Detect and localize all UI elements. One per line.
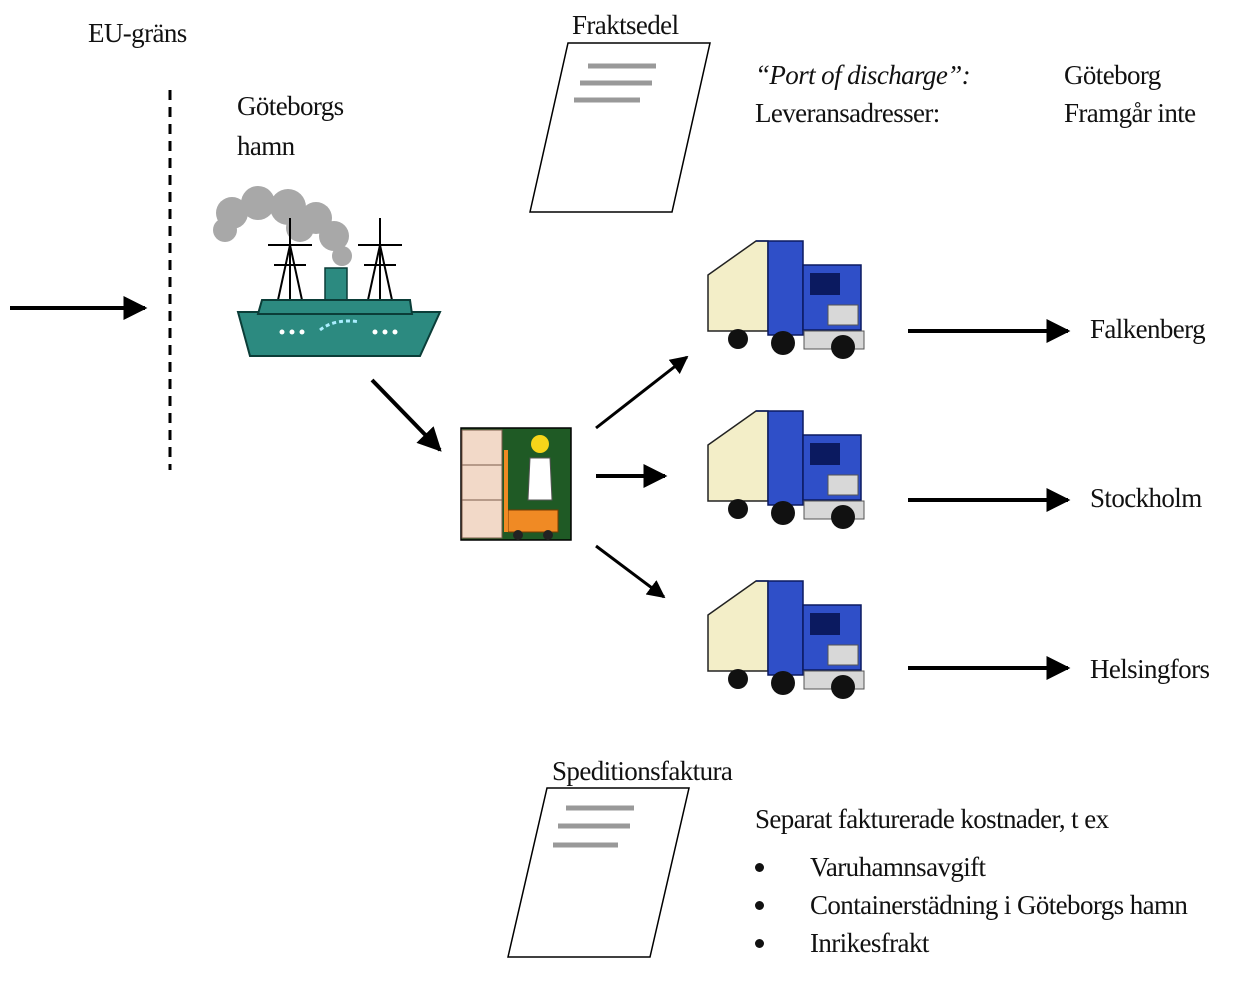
port-label: Göteborgs hamn [237, 91, 344, 161]
invoice-document-icon [507, 787, 690, 958]
destination-label: Stockholm [1090, 483, 1202, 513]
eu-border-label: EU-gräns [88, 18, 187, 48]
cost-item-text: Containerstädning i Göteborgs hamn [810, 890, 1188, 920]
list-item: Varuhamnsavgift [755, 848, 1210, 886]
cost-item-text: Varuhamnsavgift [810, 852, 986, 882]
document-icon [529, 42, 711, 213]
ship-icon [213, 186, 442, 357]
forwarding-invoice-label: Speditionsfaktura [552, 756, 733, 786]
list-item: Inrikesfrakt [755, 924, 1210, 962]
destination-label: Helsingfors [1090, 654, 1210, 684]
port-of-discharge-label: “Port of discharge”: [755, 60, 971, 90]
bullet-icon [755, 901, 764, 910]
cost-item-text: Inrikesfrakt [810, 928, 929, 958]
bullet-icon [755, 939, 764, 948]
truck-icon [707, 240, 865, 359]
truck-icon [707, 410, 865, 529]
delivery-address-value: Framgår inte [1064, 98, 1196, 128]
destination-label: Falkenberg [1090, 314, 1206, 344]
list-item: Containerstädning i Göteborgs hamn [755, 886, 1200, 924]
cost-items-list: Varuhamnsavgift Containerstädning i Göte… [755, 848, 1210, 962]
terminal-to-truck-1-arrow [595, 355, 689, 430]
truck-icon [707, 580, 865, 699]
separate-costs-heading: Separat fakturerade kostnader, t ex [755, 804, 1109, 834]
forklift-icon [460, 427, 572, 541]
port-of-discharge-value: Göteborg [1064, 60, 1161, 90]
freight-document-label: Fraktsedel [572, 10, 679, 40]
delivery-address-label: Leveransadresser: [755, 98, 940, 128]
terminal-to-truck-3-arrow [595, 544, 666, 599]
bullet-icon [755, 863, 764, 872]
ship-to-terminal-arrow [370, 378, 442, 452]
